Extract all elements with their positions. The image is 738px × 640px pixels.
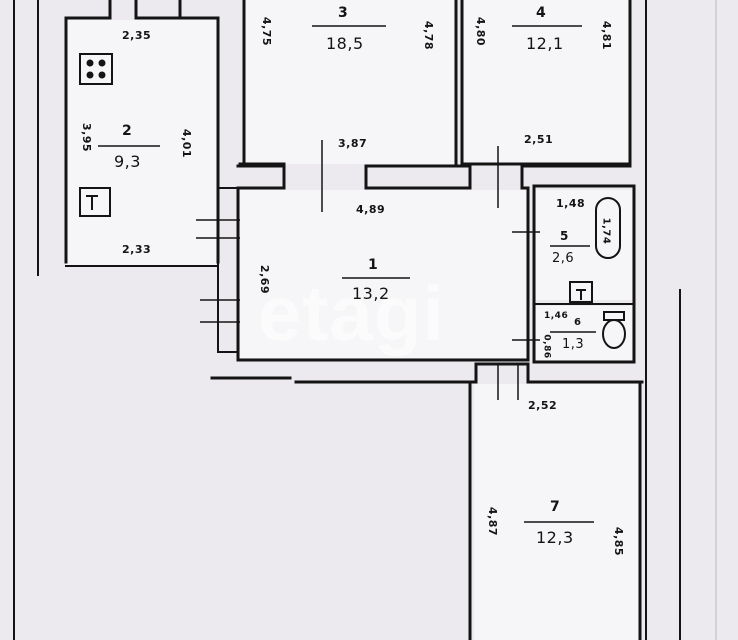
sink-icon bbox=[569, 281, 593, 303]
room-3-number: 3 bbox=[338, 5, 349, 21]
room-6-number: 6 bbox=[574, 317, 582, 328]
room-6-floor bbox=[536, 306, 632, 360]
room-7-area: 12,3 bbox=[536, 528, 574, 547]
room-4-number: 4 bbox=[536, 5, 547, 21]
door-marks bbox=[196, 140, 540, 400]
toilet-icon bbox=[602, 311, 626, 349]
walls bbox=[13, 0, 717, 640]
dim-room4-left: 4,80 bbox=[474, 16, 488, 47]
room-2-number: 2 bbox=[122, 123, 133, 139]
dim-kitchen-right: 4,01 bbox=[180, 128, 194, 159]
dim-hall-top: 4,89 bbox=[356, 203, 386, 216]
room-3-floor bbox=[244, 0, 456, 164]
dim-hall-left: 2,69 bbox=[258, 264, 272, 295]
stove-icon bbox=[79, 53, 113, 85]
room-4-floor bbox=[462, 0, 630, 164]
dim-room7-top: 2,52 bbox=[528, 399, 558, 412]
room-7-number: 7 bbox=[550, 499, 561, 515]
dim-room3-bottom: 3,87 bbox=[338, 137, 368, 150]
dim-room7-right: 4,85 bbox=[612, 526, 626, 557]
room-1-number: 1 bbox=[368, 257, 379, 273]
dim-room4-bottom: 2,51 bbox=[524, 133, 554, 146]
dim-room3-right: 4,78 bbox=[422, 20, 436, 51]
dim-wc-height: 0,86 bbox=[541, 334, 552, 359]
boiler-icon bbox=[79, 187, 111, 217]
room-1-floor bbox=[240, 190, 528, 358]
dim-kitchen-top: 2,35 bbox=[122, 29, 152, 42]
dim-room7-left: 4,87 bbox=[486, 506, 500, 537]
bathtub-icon bbox=[595, 197, 621, 259]
room-2-area: 9,3 bbox=[114, 152, 141, 171]
room-7-floor bbox=[474, 384, 640, 640]
dim-bath-height: 1,74 bbox=[600, 217, 612, 245]
label-underlines bbox=[98, 25, 596, 523]
dim-kitchen-left: 3,95 bbox=[80, 122, 94, 153]
room-4-area: 12,1 bbox=[526, 34, 564, 53]
room-5-number: 5 bbox=[560, 229, 569, 243]
room-6-area: 1,3 bbox=[562, 337, 585, 352]
watermark: etagi bbox=[258, 269, 446, 357]
dim-bath-top: 1,48 bbox=[556, 197, 586, 210]
dim-kitchen-bottom: 2,33 bbox=[122, 243, 152, 256]
dim-room4-right: 4,81 bbox=[600, 20, 614, 51]
room-5-area: 2,6 bbox=[552, 251, 575, 266]
dim-wc-top: 1,46 bbox=[544, 311, 569, 321]
dim-room3-left: 4,75 bbox=[260, 16, 274, 47]
room-3-area: 18,5 bbox=[326, 34, 364, 53]
room-1-area: 13,2 bbox=[352, 284, 390, 303]
